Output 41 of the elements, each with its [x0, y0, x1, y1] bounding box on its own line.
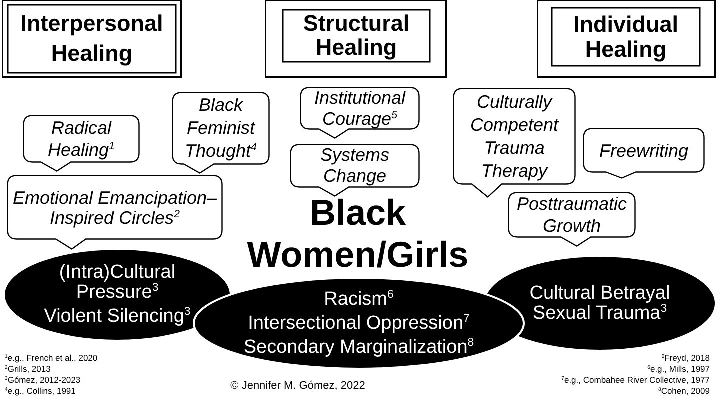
harm-label: (Intra)Cultural Pressure$^{3}$	[58, 263, 177, 303]
filled-ellipse	[5, 250, 230, 340]
category-heading: Structural Healing	[302, 12, 411, 60]
category-heading: Interpersonal Healing	[20, 10, 164, 68]
filled-ellipse	[193, 277, 525, 370]
double-bordered-frame	[537, 0, 716, 78]
practice-label: Emotional Emancipation–Inspired Circles$^{2}$	[12, 188, 218, 228]
speech-bubble	[290, 144, 420, 197]
speech-bubble	[453, 88, 576, 198]
speech-bubble	[508, 192, 636, 247]
harm-label: Secondary Marginalization$^{8}$	[244, 336, 474, 360]
practice-label: Systems Change	[319, 145, 390, 187]
speech-bubble	[583, 128, 705, 179]
practice-label: Culturally Competent Trauma Therapy	[469, 90, 560, 182]
footnote: $^{6}$e.g., Mills, 1997	[648, 364, 710, 375]
copyright-notice: © Jennifer M. Gómez, 2022	[230, 380, 366, 392]
practice-label: Radical Healing$^{1}$	[46, 117, 116, 161]
practice-label: Institutional Courage$^{5}$	[313, 88, 407, 130]
harm-label: Intersectional Oppression$^{7}$	[248, 312, 470, 336]
practice-label: Freewriting	[599, 140, 689, 162]
practice-label: Black Feminist Thought$^{4}$	[184, 94, 258, 163]
footnote: $^{5}$Freyd, 2018	[662, 352, 710, 364]
harm-label: Racism$^{6}$	[324, 288, 394, 312]
harm-label: Violent Silencing$^{3}$	[44, 307, 191, 327]
footnote: $^{7}$e.g., Combahee River Collective, 1977	[562, 375, 710, 386]
central-title: Black Women/Girls	[246, 192, 470, 276]
footnote: $^{3}$Gómez, 2012-2023	[5, 375, 81, 386]
footnote: $^{8}$Cohen, 2009	[658, 386, 710, 398]
speech-bubble	[7, 175, 223, 250]
speech-bubble	[172, 92, 270, 174]
category-heading: Individual Healing	[572, 12, 680, 62]
harm-label: Cultural Betrayal Sexual Trauma$^{3}$	[528, 284, 672, 324]
footnote: $^{1}$e.g., French et al., 2020	[5, 352, 98, 364]
practice-label: Posttraumatic Growth	[516, 193, 628, 237]
footnote: $^{4}$e.g., Collins, 1991	[5, 386, 76, 398]
footnote: $^{2}$Grills, 2013	[5, 364, 51, 375]
double-bordered-frame	[2, 0, 182, 78]
speech-bubble	[300, 87, 420, 139]
filled-ellipse	[485, 257, 715, 350]
double-bordered-frame	[265, 0, 447, 78]
speech-bubble	[23, 115, 140, 172]
